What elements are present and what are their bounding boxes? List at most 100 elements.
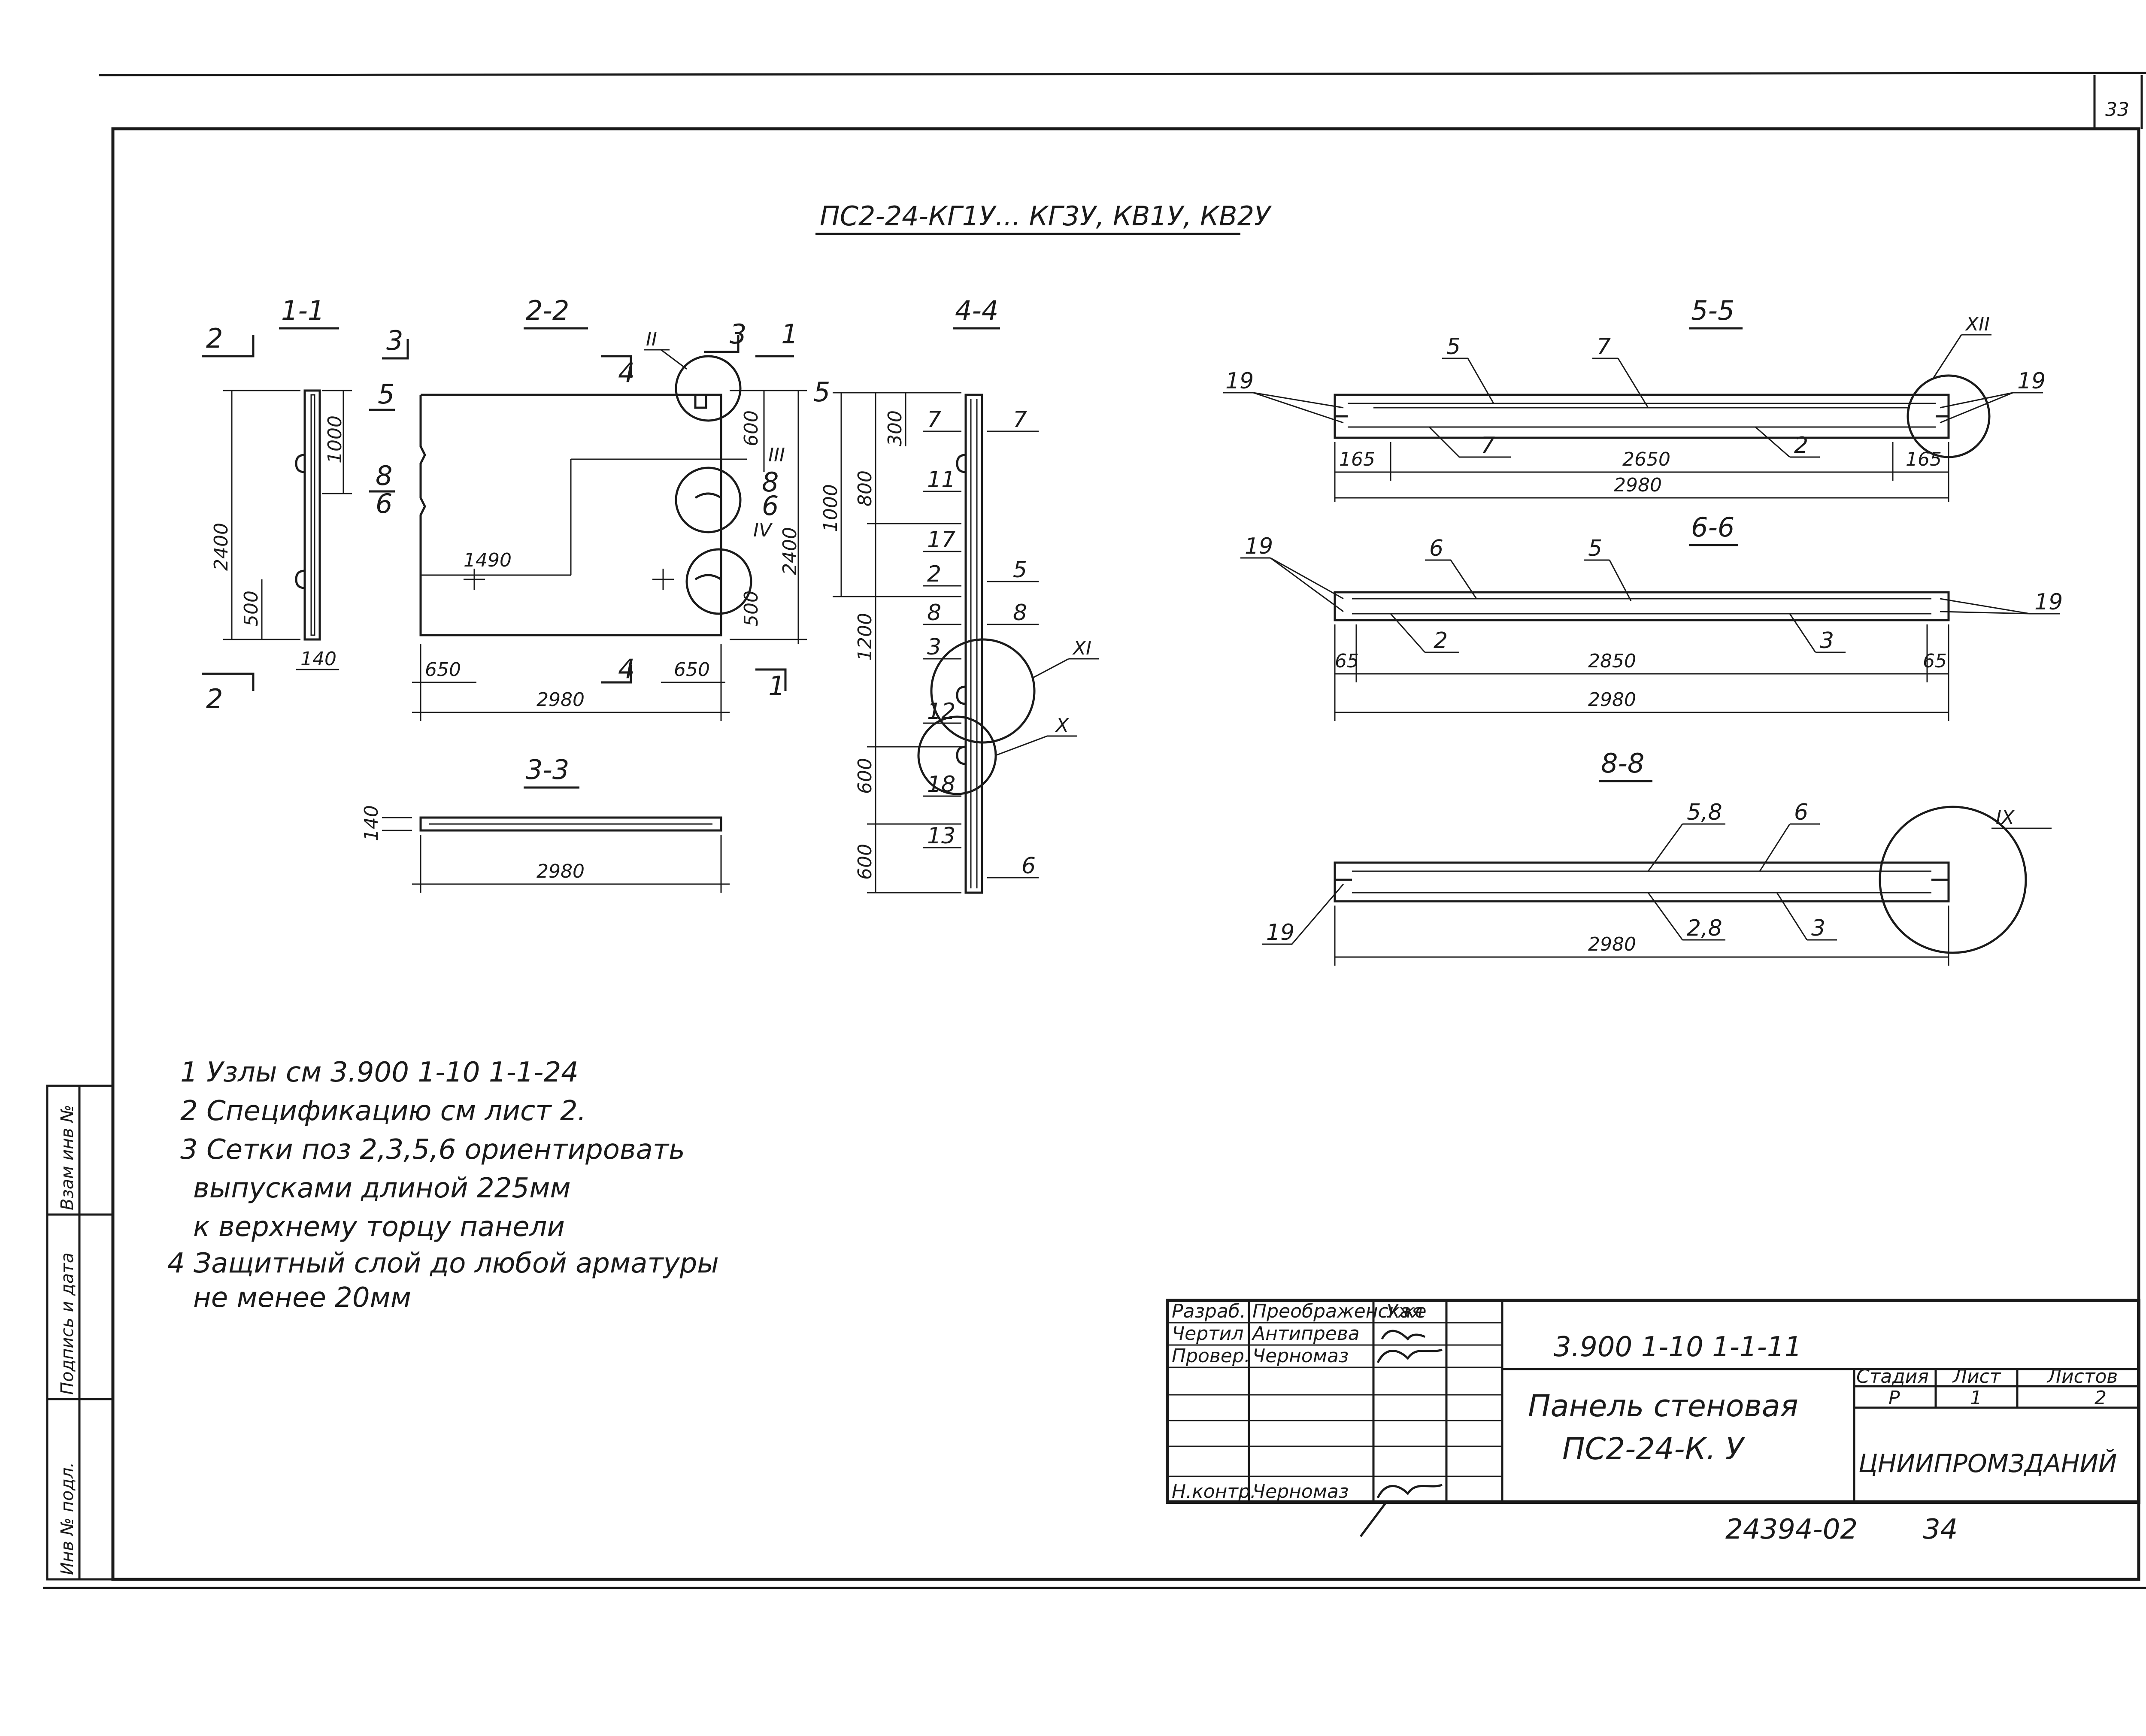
cut-mark-2-top: 2 — [206, 323, 223, 354]
pos-5-a: 5 — [1013, 557, 1027, 583]
cut-mark-8-b: 8 — [762, 467, 779, 498]
dim-2400-b: 2400 — [779, 527, 801, 575]
pos-2-8: 2,8 — [1687, 915, 1722, 941]
product-name-line2: ПС2-24-К. У — [1562, 1431, 1746, 1466]
name-checker: Черномаз — [1252, 1345, 1349, 1367]
section-label-6-6: 6-6 — [1691, 512, 1734, 543]
dim-1490: 1490 — [464, 549, 512, 571]
role-drafter: Чертил — [1172, 1323, 1244, 1345]
pos-7-right: 7 — [1013, 407, 1027, 433]
bottom-number: 24394-02 — [1725, 1514, 1858, 1545]
pos-2-a: 2 — [927, 561, 941, 587]
notes: 1 Узлы см 3.900 1-10 1-1-24 2 Спецификац… — [167, 1057, 719, 1314]
sheet-value: 1 — [1970, 1387, 1982, 1409]
drawing-title: ПС2-24-КГ1У... КГ3У, КВ1У, КВ2У — [820, 200, 1272, 232]
dim-500-b: 500 — [740, 591, 762, 627]
dim-2980-c: 2980 — [1614, 474, 1662, 496]
side-stamp-sign: Подпись и дата — [58, 1253, 77, 1395]
name-norm-control: Черномаз — [1252, 1481, 1349, 1503]
role-norm-control: Н.контр. — [1172, 1481, 1256, 1503]
dim-600-b: 600 — [854, 758, 876, 794]
dim-2980-b: 2980 — [536, 860, 585, 882]
name-developer: Преображенская — [1252, 1300, 1423, 1322]
signature-checker — [1376, 1348, 1443, 1363]
pos-8-b: 8 — [1013, 600, 1027, 626]
note-line-7: не менее 20мм — [193, 1282, 411, 1314]
cut-mark-4-bottom: 4 — [618, 653, 635, 685]
dim-500: 500 — [240, 591, 262, 627]
node-II: II — [646, 328, 657, 350]
section-8-8: 8-8 IX 5,8 6 2,8 3 19 2980 — [1262, 748, 2052, 966]
note-line-3: 3 Сетки поз 2,3,5,6 ориентировать — [180, 1134, 685, 1166]
dim-300: 300 — [884, 410, 906, 446]
pos-5-c: 5 — [1588, 536, 1602, 561]
pos-17: 17 — [927, 527, 955, 553]
col-stage: Стадия — [1856, 1366, 1929, 1388]
note-line-2: 2 Спецификацию см лист 2. — [180, 1095, 586, 1127]
note-line-4: выпусками длиной 225мм — [193, 1172, 571, 1204]
section-6-6: 6-6 19 6 5 2 3 19 65 2850 65 2980 — [1240, 512, 2063, 721]
dim-2980-e: 2980 — [1588, 933, 1636, 955]
dim-165-b: 165 — [1906, 448, 1942, 470]
node-X: X — [1055, 715, 1069, 736]
name-drafter: Антипрева — [1251, 1323, 1360, 1345]
pos-3-a: 3 — [927, 634, 941, 660]
section-label-1-1: 1-1 — [281, 295, 324, 326]
dim-600-c: 600 — [854, 844, 876, 880]
dim-650-a: 650 — [425, 659, 461, 681]
section-label-4-4: 4-4 — [955, 295, 998, 326]
section-3-3: 3-3 140 2980 — [361, 754, 730, 893]
node-III: III — [768, 444, 785, 466]
cut-mark-5-b: 5 — [813, 376, 830, 408]
pos-3-c: 3 — [1811, 915, 1825, 941]
col-sheets: Листов — [2046, 1366, 2118, 1388]
role-developer: Разраб. — [1172, 1300, 1246, 1322]
cut-mark-2-bottom: 2 — [206, 683, 223, 715]
dim-2850: 2850 — [1588, 650, 1636, 672]
section-label-2-2: 2-2 — [526, 295, 569, 326]
pos-11: 11 — [927, 467, 955, 493]
pos-19-e: 19 — [1266, 920, 1294, 945]
pos-8-a: 8 — [927, 600, 941, 626]
note-line-1: 1 Узлы см 3.900 1-10 1-1-24 — [180, 1057, 579, 1088]
role-checker: Провер. — [1172, 1345, 1250, 1367]
dim-1000: 1000 — [324, 415, 346, 464]
cut-mark-3-left: 3 — [386, 325, 403, 356]
dim-1200: 1200 — [854, 613, 876, 661]
signature-extra: Уже — [1386, 1300, 1427, 1322]
dim-140: 140 — [300, 648, 336, 670]
dim-2400: 2400 — [210, 523, 232, 571]
bottom-page: 34 — [1923, 1514, 1958, 1545]
signature-norm — [1360, 1484, 1443, 1537]
pos-3-b: 3 — [1820, 628, 1834, 654]
title-block: Разраб. Чертил Провер. Н.контр. Преображ… — [1166, 1299, 2140, 1537]
side-stamp-replace: Взам инв № — [58, 1105, 77, 1210]
pos-2-b: 2 — [1794, 433, 1808, 458]
section-label-8-8: 8-8 — [1601, 748, 1644, 779]
pos-6-a: 6 — [1021, 853, 1036, 879]
stage-value: Р — [1888, 1387, 1900, 1409]
side-stamp: Инв № подл. Подпись и дата Взам инв № — [46, 1085, 114, 1581]
note-line-5: к верхнему торцу панели — [193, 1211, 565, 1243]
signature-drafter — [1381, 1330, 1426, 1341]
pos-6-b: 6 — [1429, 536, 1443, 561]
section-2-2: 2-2 3 4 3 1 4 1 1490 II III IV — [382, 295, 807, 721]
organization: ЦНИИПРОМЗДАНИЙ — [1858, 1448, 2117, 1478]
sheets-value: 2 — [2094, 1387, 2107, 1409]
dim-140-b: 140 — [361, 805, 382, 841]
cut-mark-6-b: 6 — [762, 490, 779, 521]
pos-19-b: 19 — [2017, 368, 2046, 394]
node-IX: IX — [1996, 807, 2015, 829]
pos-19-a: 19 — [1225, 368, 1254, 394]
node-IV: IV — [753, 519, 773, 541]
dim-2980-d: 2980 — [1588, 689, 1636, 711]
section-1-1: 1-1 2 2 2400 1000 500 140 5 8 6 — [202, 295, 395, 715]
cut-mark-4-top: 4 — [618, 357, 635, 388]
dim-165-a: 165 — [1339, 448, 1375, 470]
product-name-line1: Панель стеновая — [1528, 1388, 1798, 1424]
dim-1000-b: 1000 — [820, 484, 842, 532]
cut-mark-8: 8 — [376, 460, 392, 491]
node-XI: XI — [1072, 637, 1091, 659]
sheet-corner-number: 33 — [2105, 99, 2129, 121]
